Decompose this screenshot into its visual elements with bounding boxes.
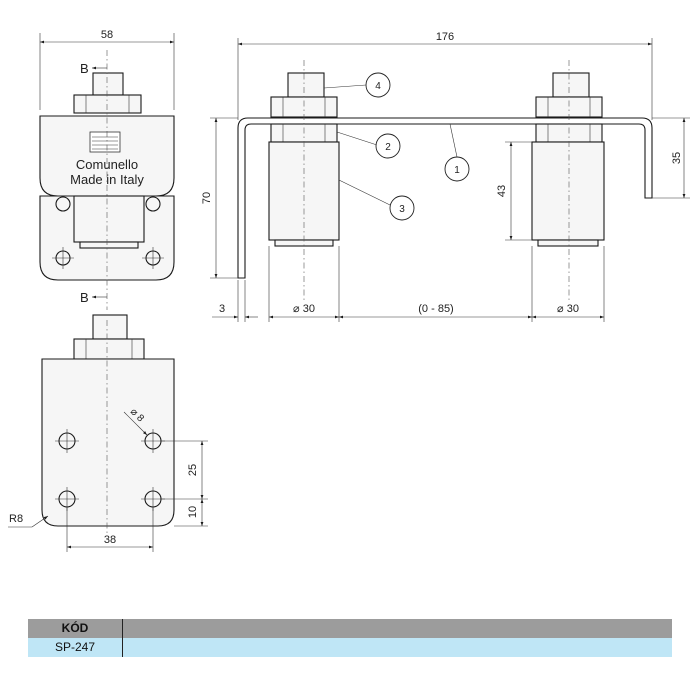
- code-table-value: SP-247: [54, 640, 96, 654]
- height-dim: 70: [201, 192, 213, 204]
- code-table-header-row: KÓD: [28, 619, 672, 638]
- front-view: 58 Comunello Mad: [39, 29, 175, 310]
- svg-text:2: 2: [385, 142, 391, 153]
- code-table-value-row: SP-247: [28, 638, 672, 657]
- svg-text:1: 1: [454, 165, 460, 176]
- corner-radius-dim: R8: [9, 513, 23, 525]
- code-table-header: KÓD: [61, 621, 89, 635]
- plate-thickness-dim: 3: [219, 303, 225, 315]
- front-width-dim: 58: [101, 29, 113, 41]
- total-length-dim: 176: [436, 31, 454, 43]
- made-in-text: Made in Italy: [70, 172, 144, 187]
- code-table-separator: [122, 619, 123, 657]
- section-label-bottom: B: [80, 290, 89, 305]
- roller-spacing-dim: (0 - 85): [418, 303, 453, 315]
- side-view: 176 70 35 43: [201, 31, 690, 322]
- section-label-top: B: [80, 61, 89, 76]
- front-holes: [52, 196, 164, 269]
- hole-offset-bottom-dim: 10: [187, 506, 199, 518]
- plate-view: ⌀ 8 25 10 38 R8: [8, 314, 208, 552]
- svg-text:3: 3: [399, 204, 405, 215]
- callout-4: 4: [323, 72, 391, 98]
- comunello-logo-icon: [89, 131, 121, 153]
- roller-height-dim: 43: [496, 185, 508, 197]
- code-table: KÓD SP-247: [28, 619, 672, 657]
- roller-diameter-left: ⌀ 30: [293, 303, 315, 315]
- callout-1: 1: [444, 123, 470, 182]
- brand-text: Comunello: [76, 157, 138, 172]
- hole-spacing-horizontal-dim: 38: [104, 534, 116, 546]
- roller-diameter-right: ⌀ 30: [557, 303, 579, 315]
- svg-text:4: 4: [375, 81, 381, 92]
- hole-spacing-vertical-dim: 25: [187, 464, 199, 476]
- callout-2: 2: [336, 131, 401, 159]
- callout-3: 3: [338, 179, 415, 221]
- flange-height-dim: 35: [671, 152, 683, 164]
